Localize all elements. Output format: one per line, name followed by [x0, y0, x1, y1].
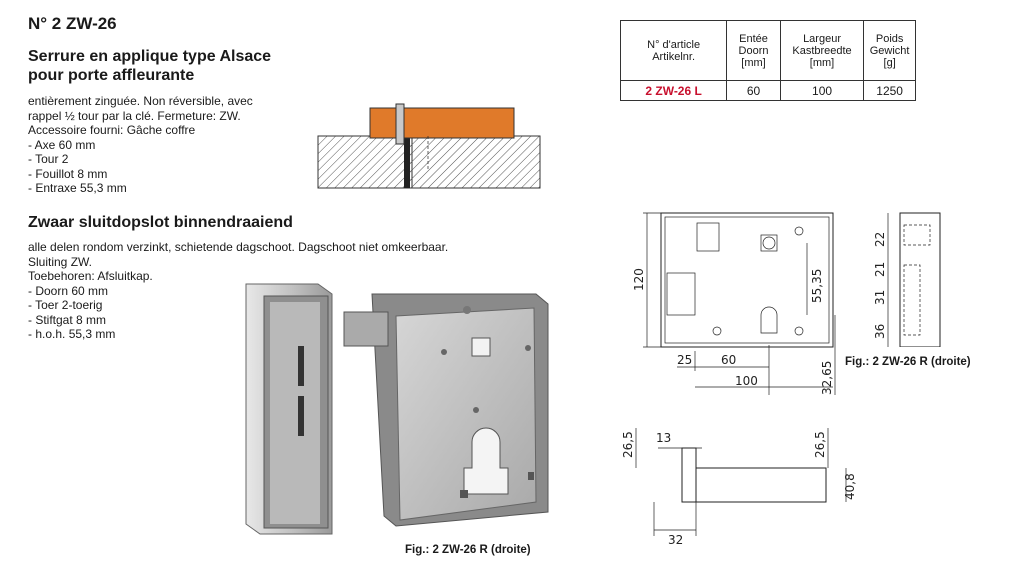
- dim-b32: 32: [668, 533, 683, 547]
- dutch-line: - Stiftgat 8 mm: [28, 312, 107, 327]
- header-text: Gewicht: [869, 44, 910, 57]
- latch-bolt: [343, 311, 389, 347]
- french-title-line-2: pour porte affleurante: [28, 67, 195, 84]
- dim-s22: 22: [873, 232, 887, 247]
- bolt-drawing: 26,5 13 26,5 40,8 32: [621, 428, 857, 547]
- gap-strip: [404, 136, 410, 188]
- dutch-line: Sluiting ZW.: [28, 254, 93, 269]
- dim-bottom: 32,65: [820, 361, 834, 395]
- dutch-line: Toebehoren: Afsluitkap.: [28, 269, 153, 283]
- article-number: N° 2 ZW-26: [28, 14, 117, 33]
- table-header-row: N° d'article Artikelnr. Entée Doorn [mm]…: [619, 20, 916, 81]
- dutch-line: - Toer 2-toerig: [28, 298, 103, 312]
- door-leaf-left: [317, 135, 413, 189]
- dutch-title: Zwaar sluitdopslot binnendraaiend: [28, 214, 293, 231]
- spec-table: N° d'article Artikelnr. Entée Doorn [mm]…: [619, 20, 916, 101]
- french-line: rappel ½ tour par la clé. Fermeture: ZW.: [28, 108, 241, 123]
- french-line: - Axe 60 mm: [28, 137, 96, 152]
- keyhole: [463, 427, 509, 495]
- table-row: 2 ZW-26 L 60 100 1250: [619, 80, 916, 101]
- door-frame-right: [407, 135, 541, 189]
- cell-poids: 1250: [863, 80, 916, 101]
- follower-square: [471, 337, 491, 357]
- header-text: Kastbreedte: [792, 44, 852, 57]
- french-line: - Fouillot 8 mm: [28, 166, 108, 181]
- dutch-description: alle delen rondom verzinkt, schietende d…: [28, 240, 568, 342]
- dim-s31: 31: [873, 290, 887, 305]
- french-line: entièrement zinguée. Non réversible, ave…: [28, 94, 253, 108]
- strike-plate: [395, 103, 405, 145]
- dim-b265b: 26,5: [813, 431, 827, 458]
- dutch-line: - Doorn 60 mm: [28, 283, 109, 298]
- cell-article: 2 ZW-26 L: [619, 80, 728, 101]
- dutch-line: alle delen rondom verzinkt, schietende d…: [28, 240, 449, 254]
- dim-axe: 60: [721, 353, 736, 367]
- header-text: Doorn: [738, 44, 769, 57]
- lock-body: [343, 293, 549, 527]
- dutch-line: - h.o.h. 55,3 mm: [28, 327, 116, 341]
- french-title-line-1: Serrure en applique type Alsace: [28, 48, 272, 65]
- header-entree: Entée Doorn [mm]: [726, 20, 781, 81]
- dim-b265a: 26,5: [621, 431, 635, 458]
- dim-s21: 21: [873, 262, 887, 277]
- header-article: N° d'article Artikelnr.: [619, 20, 728, 81]
- dim-width: 100: [735, 374, 758, 388]
- header-text: Poids: [875, 32, 904, 45]
- strike-box: [245, 283, 333, 535]
- header-poids: Poids Gewicht [g]: [863, 20, 916, 81]
- dim-left: 25: [677, 353, 692, 367]
- dim-b13: 13: [656, 431, 671, 445]
- french-line: - Entraxe 55,3 mm: [28, 181, 127, 195]
- header-text: Largeur: [803, 32, 841, 45]
- dim-b408: 40,8: [843, 473, 857, 500]
- french-line: Accessoire fourni: Gâche coffre: [28, 123, 196, 137]
- side-view-drawing: 22 21 31 36: [873, 212, 941, 347]
- cell-entree: 60: [726, 80, 781, 101]
- cell-largeur: 100: [779, 80, 865, 101]
- header-text: [mm]: [741, 56, 766, 69]
- dim-entraxe: 55,35: [810, 269, 824, 303]
- lock-outline: [660, 212, 834, 348]
- dim-height: 120: [632, 268, 646, 291]
- header-text: [g]: [883, 56, 896, 69]
- header-largeur: Largeur Kastbreedte [mm]: [779, 20, 865, 81]
- drawing-caption: Fig.: 2 ZW-26 R (droite): [845, 356, 971, 368]
- header-text: N° d'article: [647, 38, 701, 51]
- header-text: [mm]: [809, 56, 835, 69]
- door-section-illustration: [317, 103, 541, 189]
- header-text: Entée: [739, 32, 768, 45]
- front-view-drawing: 120 55,35 32,65 25 60 100: [632, 212, 836, 395]
- lock-body-orange: [369, 107, 515, 139]
- french-description: entièrement zinguée. Non réversible, ave…: [28, 94, 328, 196]
- dim-s36: 36: [873, 324, 887, 339]
- french-line: - Tour 2: [28, 152, 69, 166]
- photo-caption: Fig.: 2 ZW-26 R (droite): [405, 544, 531, 556]
- header-text: Artikelnr.: [652, 50, 696, 63]
- product-photo: [245, 283, 549, 535]
